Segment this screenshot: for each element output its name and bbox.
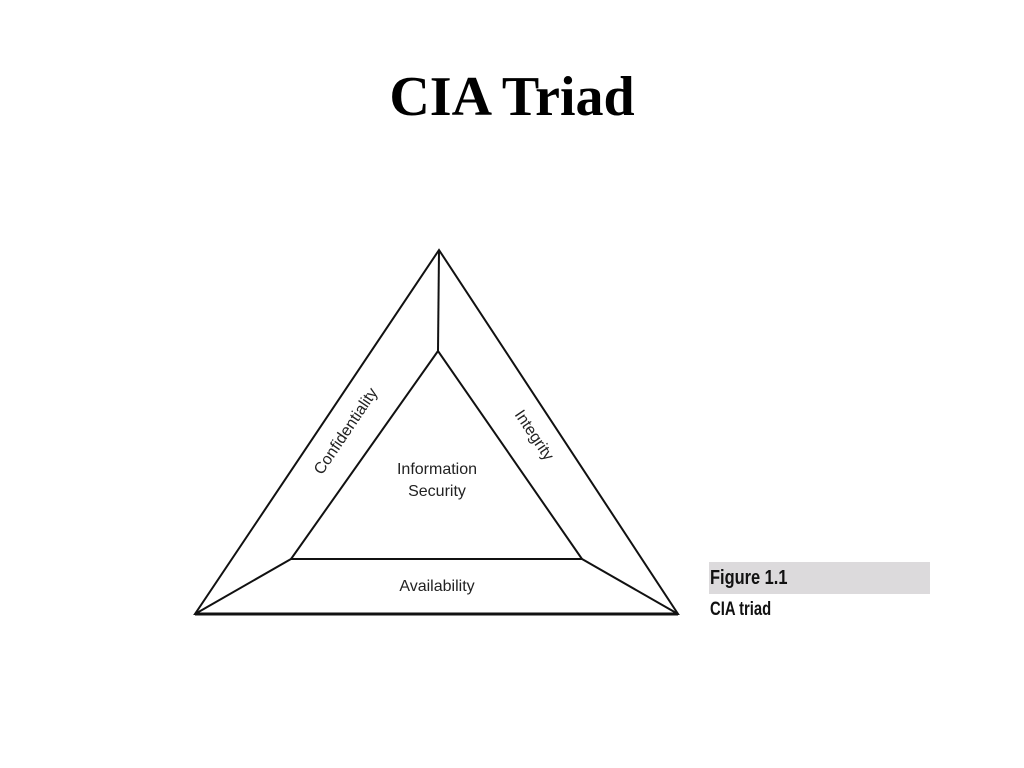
integrity-label: Integrity (511, 407, 557, 464)
connector-left (194, 558, 292, 615)
confidentiality-label: Confidentiality (311, 385, 381, 478)
center-label-line-2: Security (408, 483, 466, 500)
center-label-line-1: Information (397, 461, 477, 478)
inner-triangle (289, 349, 584, 560)
connector-top (437, 249, 440, 352)
figure-caption: CIA triad (710, 599, 772, 620)
slide-title: CIA Triad (389, 66, 635, 128)
figure-number: Figure 1.1 (710, 567, 788, 589)
connector-right (581, 558, 679, 615)
availability-label: Availability (399, 578, 474, 595)
figure-caption-bar (709, 562, 930, 594)
